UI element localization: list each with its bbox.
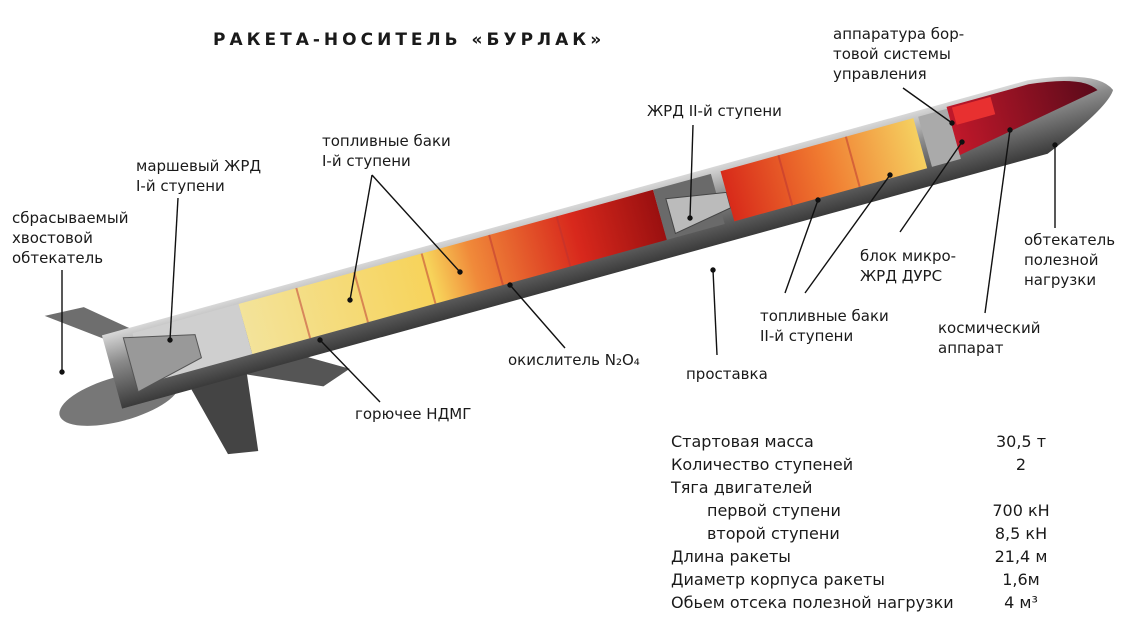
- stage2-tanks: [720, 118, 928, 222]
- label-main-engine: маршевый ЖРД I-й ступени: [136, 157, 262, 195]
- label-tail-fairing: сбрасываемый хвостовой обтекатель: [12, 209, 129, 267]
- label-control-equipment: аппаратура бор- товой системы управления: [833, 25, 965, 83]
- spec-row: Тяга двигателей: [671, 478, 813, 497]
- label-micro-engines: блок микро- ЖРД ДУРС: [860, 247, 957, 285]
- label-payload-fairing: обтекатель полезной нагрузки: [1024, 231, 1116, 289]
- label-oxidizer: окислитель N₂O₄: [508, 351, 640, 369]
- label-tanks-stage2: топливные баки II-й ступени: [760, 307, 889, 345]
- diagram-title: РАКЕТА-НОСИТЕЛЬ «БУРЛАК»: [213, 30, 606, 50]
- main-engine-nozzle: [122, 334, 203, 393]
- fin-right: [236, 353, 350, 387]
- label-spacecraft: космический аппарат: [938, 319, 1041, 357]
- label-engine-stage2: ЖРД II-й ступени: [647, 102, 782, 120]
- label-interstage: проставка: [686, 365, 768, 383]
- fin-bottom: [187, 370, 259, 455]
- label-tanks-stage1: топливные баки I-й ступени: [322, 132, 451, 170]
- label-fuel: горючее НДМГ: [355, 405, 472, 423]
